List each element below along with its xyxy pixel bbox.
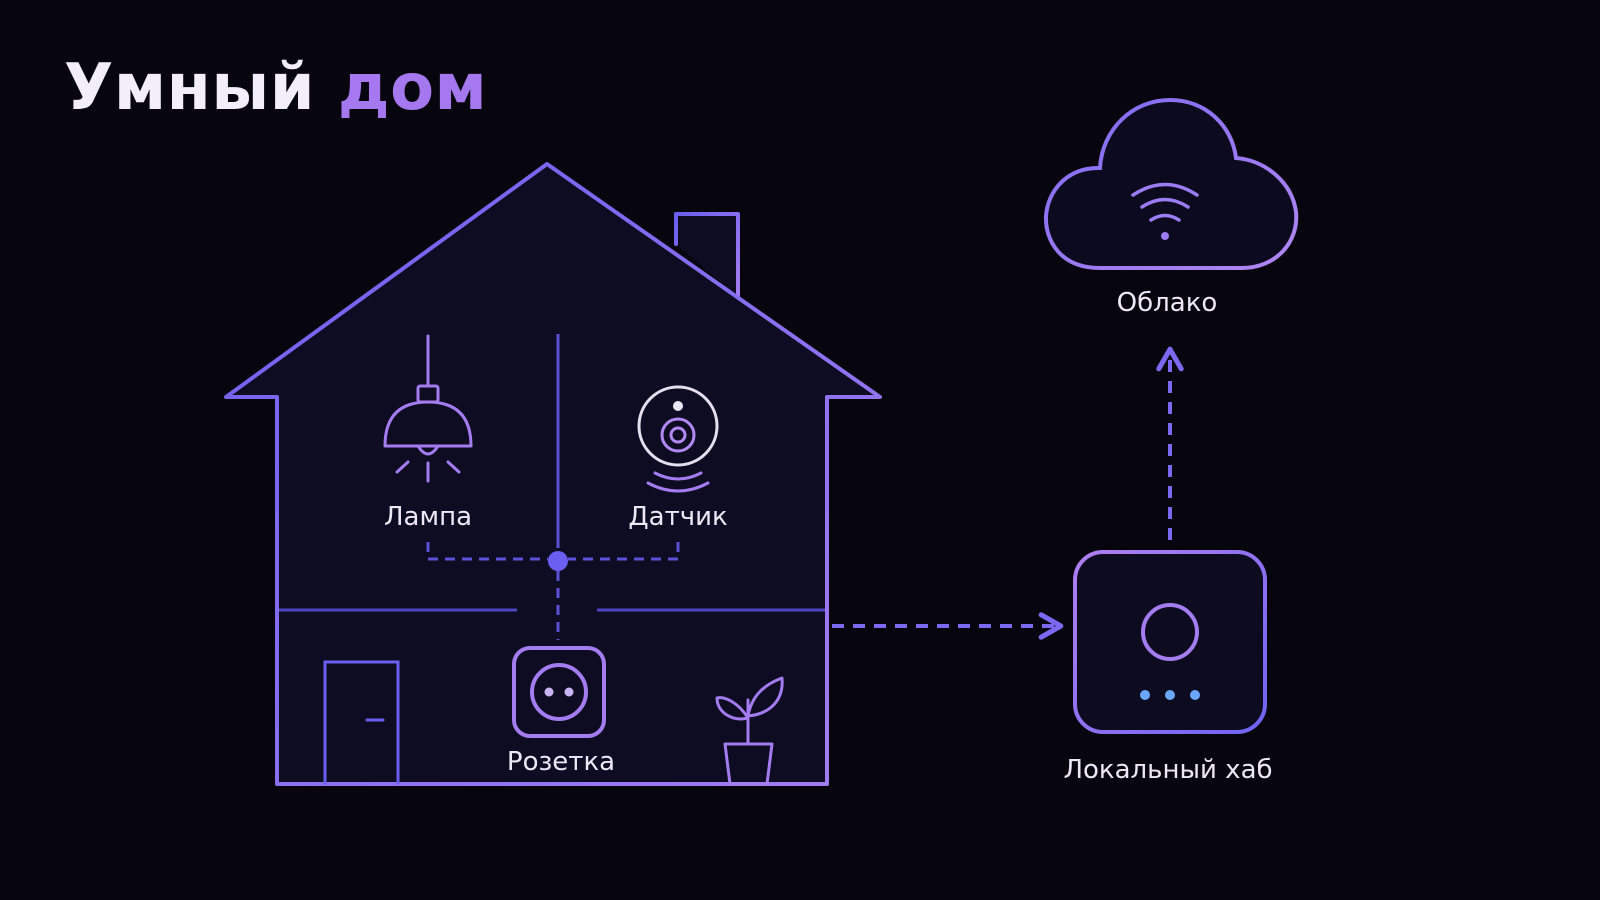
lamp-connection-line [426,542,548,561]
sensor-icon [637,385,719,493]
socket-icon [512,646,606,738]
lamp-label: Лампа [383,502,473,532]
socket-label: Розетка [506,747,616,777]
hub-icon [1073,550,1267,734]
house-chimney [674,212,740,299]
house-outline [224,162,882,786]
plant-icon [715,676,784,786]
title-part-1: Умный [64,51,316,125]
door-icon [323,660,400,785]
cloud-wifi-icon [1043,97,1299,270]
junction-node [548,551,568,571]
sensor-connection-line [568,542,680,561]
title-part-2: дом [337,51,488,125]
hub-label: Локальный хаб [1063,755,1273,785]
house-body-fill [226,164,880,784]
page-title: Умный дом [64,56,487,120]
lamp-icon [383,334,473,483]
sensor-label: Датчик [628,502,728,532]
cloud-label: Облако [1116,288,1218,318]
